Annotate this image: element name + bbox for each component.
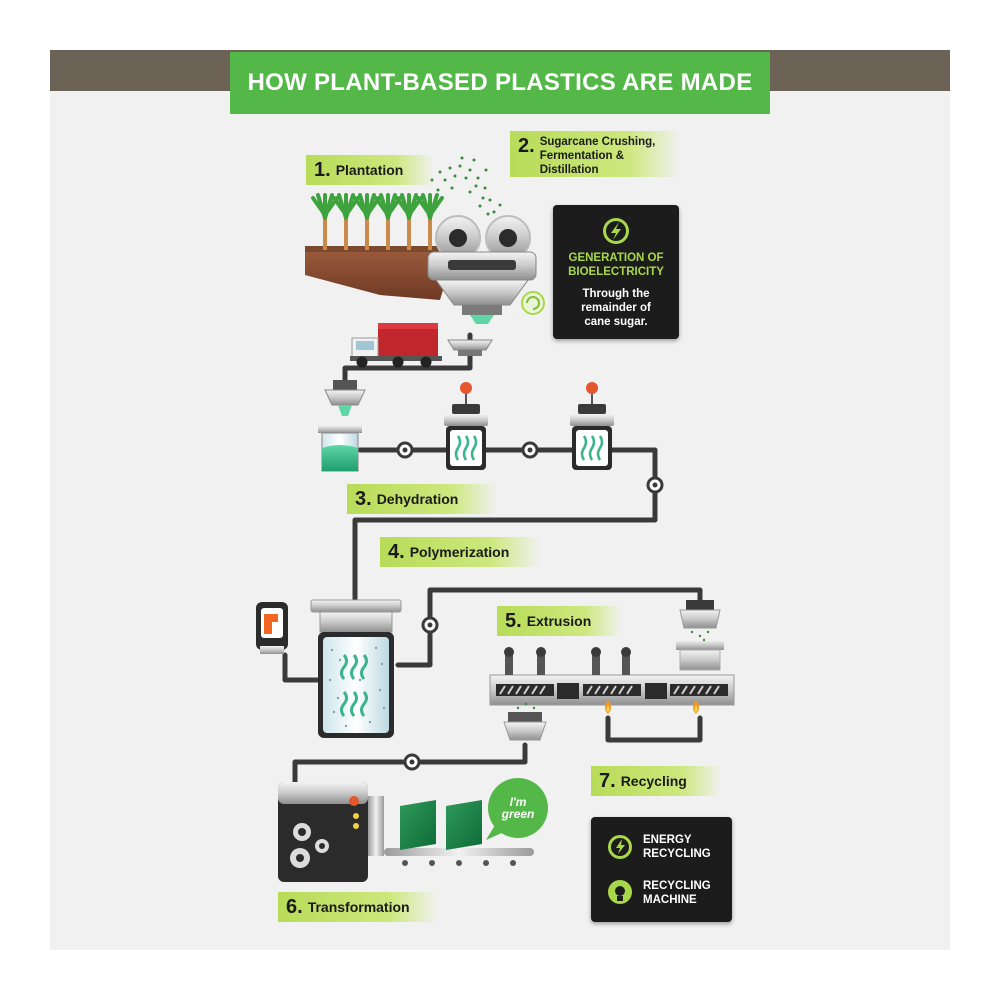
extrusion-machine [489,600,735,741]
step-6-label: 6. Transformation [278,892,438,922]
step-3-label: 3. Dehydration [347,484,497,514]
transformation-machine [278,782,534,882]
reactor-2 [570,382,614,470]
page-title: HOW PLANT-BASED PLASTICS ARE MADE [247,69,753,96]
bio-text-line3: cane sugar. [584,316,648,328]
step-3-text: Dehydration [376,491,459,507]
bio-title-line1: GENERATION OF [568,252,664,264]
bio-title-line2: BIOELECTRICITY [568,266,664,278]
step-5-text: Extrusion [526,613,592,629]
piston-valves [504,647,631,675]
energy-recycling-line1: ENERGY [643,834,692,846]
step-1-number: 1. [314,158,331,181]
truck-illustration [350,323,493,368]
pipe-burners [605,715,703,743]
recycling-box: ENERGY RECYCLING RECYCLING MACHINE [591,817,732,922]
step-4-number: 4. [388,540,405,563]
recycling-machine-label: RECYCLING MACHINE [643,879,711,907]
step-2-text: Sugarcane Crushing, Fermentation & Disti… [539,136,656,176]
badge-line1: I'm [509,795,527,809]
badge-text: I'm green [494,796,542,820]
reactor-1 [444,382,488,470]
bio-text-line2: remainder of [581,302,651,314]
bioelectricity-box: GENERATION OF BIOELECTRICITY Through the… [553,205,679,339]
energy-recycling-label: ENERGY RECYCLING [643,833,711,861]
screw-slots [496,684,728,696]
burner-flames [605,700,699,714]
sugarcane-rows [311,193,444,250]
pipe-dehydration-line [352,447,658,603]
step-4-text: Polymerization [409,544,510,560]
im-green-badge [486,778,548,840]
step-1-label: 1. Plantation [306,155,434,185]
recycling-machine-line2: MACHINE [643,894,697,906]
particle-spray [430,156,502,224]
step-4-label: 4. Polymerization [380,537,540,567]
step-7-text: Recycling [620,773,687,789]
polymerization-tank [310,599,402,738]
bio-text-line1: Through the [582,288,650,300]
bulb-icon [608,880,632,904]
level-gauge [256,602,288,654]
step-7-number: 7. [599,769,616,792]
step-6-text: Transformation [307,899,410,915]
step-7-label: 7. Recycling [591,766,721,796]
dehydration-equipment [318,380,614,472]
step-5-number: 5. [505,609,522,632]
step-1-text: Plantation [335,162,404,178]
crusher-machine [427,215,545,324]
gears-icon [290,823,329,868]
pipe-poly-to-extrusion [395,587,703,668]
step-5-label: 5. Extrusion [497,606,622,636]
title-banner: HOW PLANT-BASED PLASTICS ARE MADE [230,52,770,114]
pipe-valves [396,441,664,771]
badge-line2: green [501,807,535,821]
lightning-icon [603,218,629,244]
step-6-number: 6. [286,895,303,918]
step-2-label: 2. Sugarcane Crushing, Fermentation & Di… [510,131,680,177]
recycling-machine-line1: RECYCLING [643,880,711,892]
pipe-gauge [282,652,321,683]
energy-lightning-icon [608,835,632,859]
step-3-number: 3. [355,487,372,510]
step-2-number: 2. [518,135,535,157]
recycling-icons [608,835,632,904]
energy-recycling-line2: RECYCLING [643,848,711,860]
plantation-illustration [305,156,502,300]
